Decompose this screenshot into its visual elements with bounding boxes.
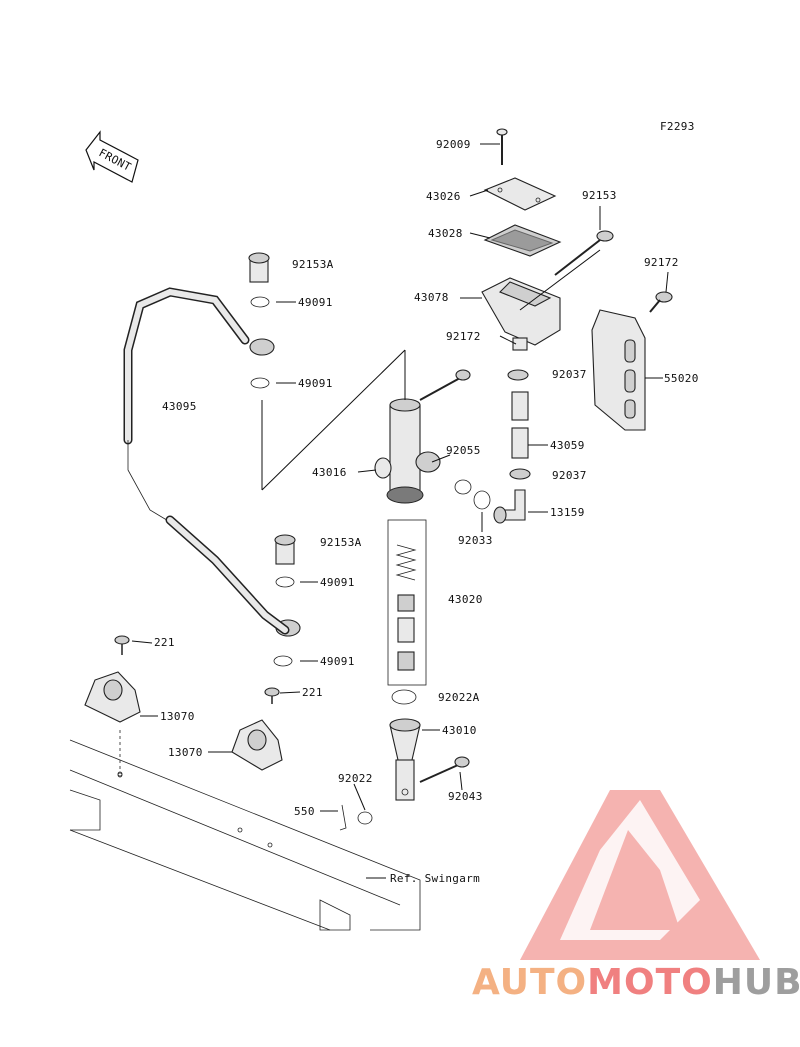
label-92022: 92022: [338, 772, 373, 785]
reservoir-cap-stack: [481, 128, 614, 351]
label-49091-lower-1: 49091: [320, 576, 355, 589]
hose-clamp-1: [84, 635, 141, 777]
logo-mark: [520, 790, 760, 960]
logo-part-hub: HUB: [712, 962, 800, 1003]
label-92022A: 92022A: [438, 691, 480, 704]
ref-swingarm-note: Ref. Swingarm: [390, 872, 480, 885]
label-92055: 92055: [446, 444, 481, 457]
pushrod-assembly: [339, 689, 470, 831]
label-13159: 13159: [550, 506, 585, 519]
leader-lines: [131, 143, 669, 879]
label-49091-upper-1: 49091: [298, 296, 333, 309]
label-43026: 43026: [426, 190, 461, 203]
figure-code: F2293: [660, 120, 695, 133]
part-labels: 92009 43026 92153 43028 92153A 92172 430…: [154, 138, 699, 885]
label-92153A-lower: 92153A: [320, 536, 362, 549]
banjo-upper: [248, 252, 275, 389]
label-92009: 92009: [436, 138, 471, 151]
label-92172-body: 92172: [446, 330, 481, 343]
logo-wordmark: AUTOMOTOHUB: [472, 962, 800, 1003]
label-221-center: 221: [302, 686, 323, 699]
swingarm-frame: [69, 739, 421, 931]
label-43078: 43078: [414, 291, 449, 304]
master-cylinder-body: [374, 369, 472, 504]
label-92153: 92153: [582, 189, 617, 202]
label-49091-upper-2: 49091: [298, 377, 333, 390]
piston-kit: [387, 519, 427, 686]
label-550: 550: [294, 805, 315, 818]
label-92172-guard: 92172: [644, 256, 679, 269]
logo-part-auto: AUTO: [472, 962, 588, 1003]
label-43028: 43028: [428, 227, 463, 240]
hose-clamp-2: [231, 687, 283, 771]
label-43010: 43010: [442, 724, 477, 737]
front-arrow-icon: FRONT: [85, 130, 139, 183]
label-13070-left: 13070: [160, 710, 195, 723]
label-43095: 43095: [162, 400, 197, 413]
label-13070-center: 13070: [168, 746, 203, 759]
banjo-lower: [273, 534, 301, 667]
label-92043: 92043: [448, 790, 483, 803]
label-92037-upper: 92037: [552, 368, 587, 381]
brake-hose: [123, 287, 290, 635]
label-92037-lower: 92037: [552, 469, 587, 482]
label-92153A-upper: 92153A: [292, 258, 334, 271]
label-43020: 43020: [448, 593, 483, 606]
guard-plate: [591, 291, 673, 431]
label-55020: 55020: [664, 372, 699, 385]
logo-part-moto: MOTO: [587, 962, 713, 1003]
label-43016: 43016: [312, 466, 347, 479]
reservoir-hose: [473, 369, 531, 524]
label-49091-lower-2: 49091: [320, 655, 355, 668]
label-221-left: 221: [154, 636, 175, 649]
label-92033: 92033: [458, 534, 493, 547]
label-43059: 43059: [550, 439, 585, 452]
